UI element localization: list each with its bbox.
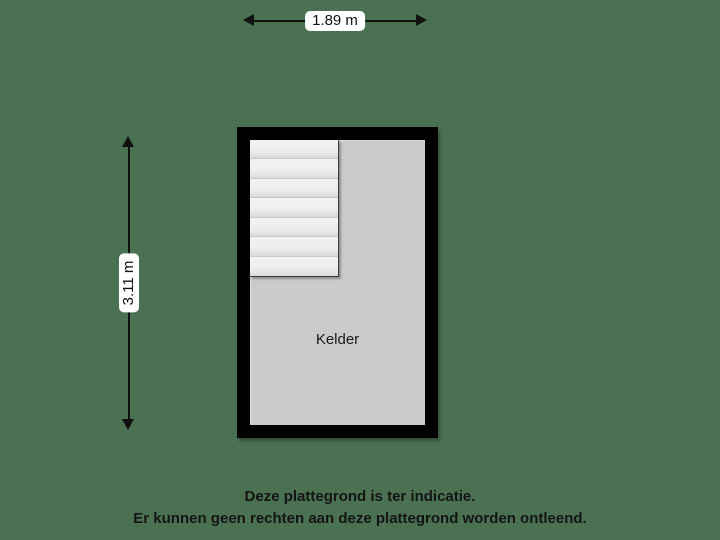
room-kelder: Kelder xyxy=(250,140,425,425)
arrow-right-icon xyxy=(416,14,427,26)
stair-step xyxy=(250,256,338,276)
stair-step xyxy=(250,217,338,238)
disclaimer: Deze plattegrond is ter indicatie. Er ku… xyxy=(0,486,720,530)
staircase xyxy=(250,140,339,277)
disclaimer-line-1: Deze plattegrond is ter indicatie. xyxy=(244,488,476,505)
stair-step xyxy=(250,159,338,179)
arrow-down-icon xyxy=(122,419,134,430)
height-dimension: 3.11 m xyxy=(119,136,139,430)
arrow-up-icon xyxy=(122,136,134,147)
width-dimension: 1.89 m xyxy=(243,11,427,31)
stair-step xyxy=(250,178,338,199)
wall-outline: Kelder xyxy=(237,127,438,438)
stair-step xyxy=(250,198,338,218)
height-dimension-label: 3.11 m xyxy=(119,253,139,313)
stair-step xyxy=(250,237,338,257)
disclaimer-line-2: Er kunnen geen rechten aan deze plattegr… xyxy=(133,510,587,527)
width-dimension-label: 1.89 m xyxy=(305,11,365,31)
stair-step xyxy=(250,140,338,160)
room-label: Kelder xyxy=(315,331,360,348)
arrow-left-icon xyxy=(243,14,254,26)
